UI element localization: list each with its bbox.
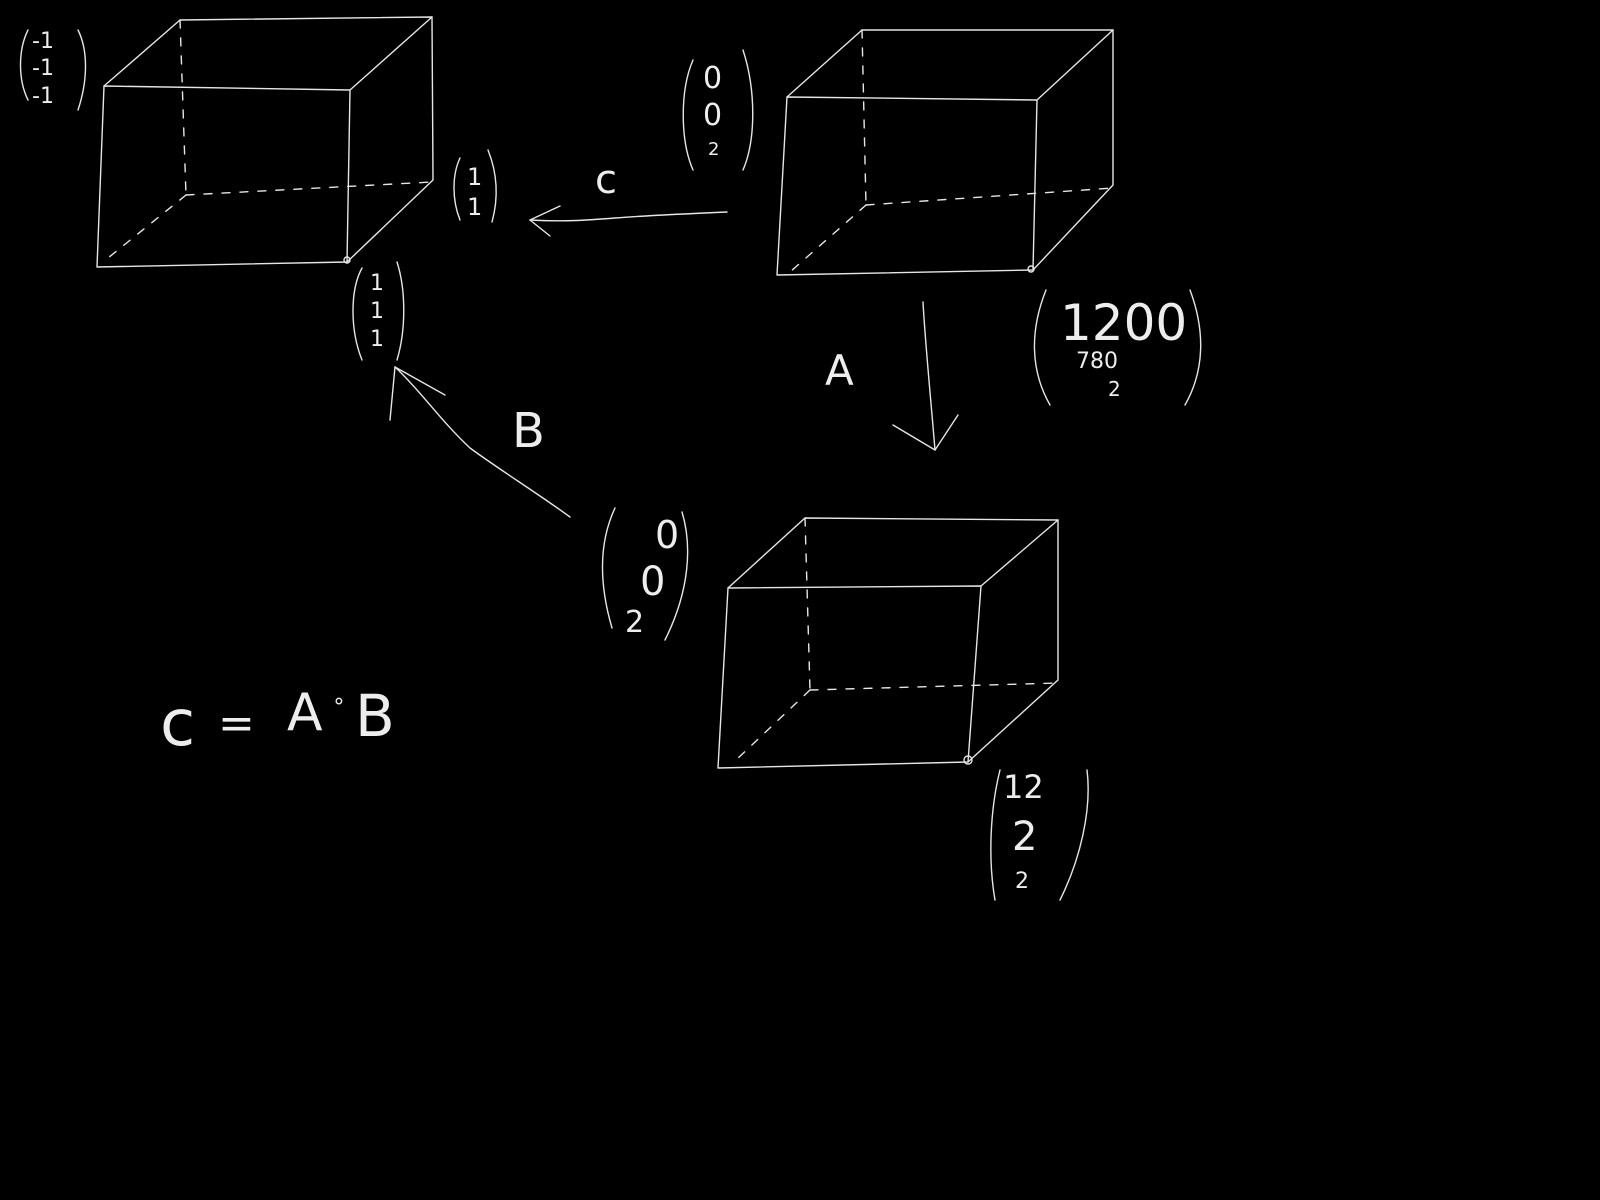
equation-lhs: c: [160, 687, 195, 761]
vec-tr-big-0: 1200: [1060, 294, 1187, 352]
label-a: A: [825, 346, 854, 395]
vec-tr-small-0: 0: [703, 61, 722, 96]
vector-brackets: [19, 29, 1202, 901]
vec-tl-corner-2: -1: [32, 84, 54, 109]
vec-br-1: 2: [1012, 814, 1037, 860]
vec-tl-right-1: 1: [467, 193, 482, 221]
vec-mid-2: 2: [625, 605, 644, 640]
vec-tl-bottom-2: 1: [370, 327, 384, 352]
vec-tl-bottom-1: 1: [370, 299, 384, 324]
arrow-c: [529, 205, 728, 237]
vec-tl-corner-0: -1: [32, 29, 54, 54]
vec-tl-right-0: 1: [467, 163, 482, 191]
top-right-box: [776, 29, 1114, 276]
equation-dot: ∘: [332, 689, 346, 714]
arrow-a: [892, 301, 959, 451]
vec-br-2: 2: [1015, 869, 1029, 894]
vec-mid-1: 0: [640, 559, 665, 605]
bottom-box: [717, 517, 1059, 769]
vec-mid-0: 0: [655, 513, 679, 557]
vec-tr-big-2: 2: [1108, 377, 1121, 401]
arrow-b: [389, 366, 571, 518]
label-b: B: [512, 403, 545, 459]
equation-a: A: [287, 683, 323, 743]
vec-tl-bottom-0: 1: [370, 271, 384, 296]
equation-b: B: [355, 682, 395, 750]
equation: c = A ∘ B: [160, 682, 395, 761]
vec-br-0: 12: [1003, 768, 1044, 806]
vec-tr-small-2: 2: [708, 139, 719, 160]
label-c: c: [595, 157, 617, 203]
vec-tr-small-1: 0: [703, 98, 722, 133]
top-left-box: [96, 16, 434, 268]
vec-tr-big-1: 780: [1076, 349, 1118, 374]
vec-tl-corner-1: -1: [32, 56, 54, 81]
equation-equals: =: [218, 698, 255, 749]
